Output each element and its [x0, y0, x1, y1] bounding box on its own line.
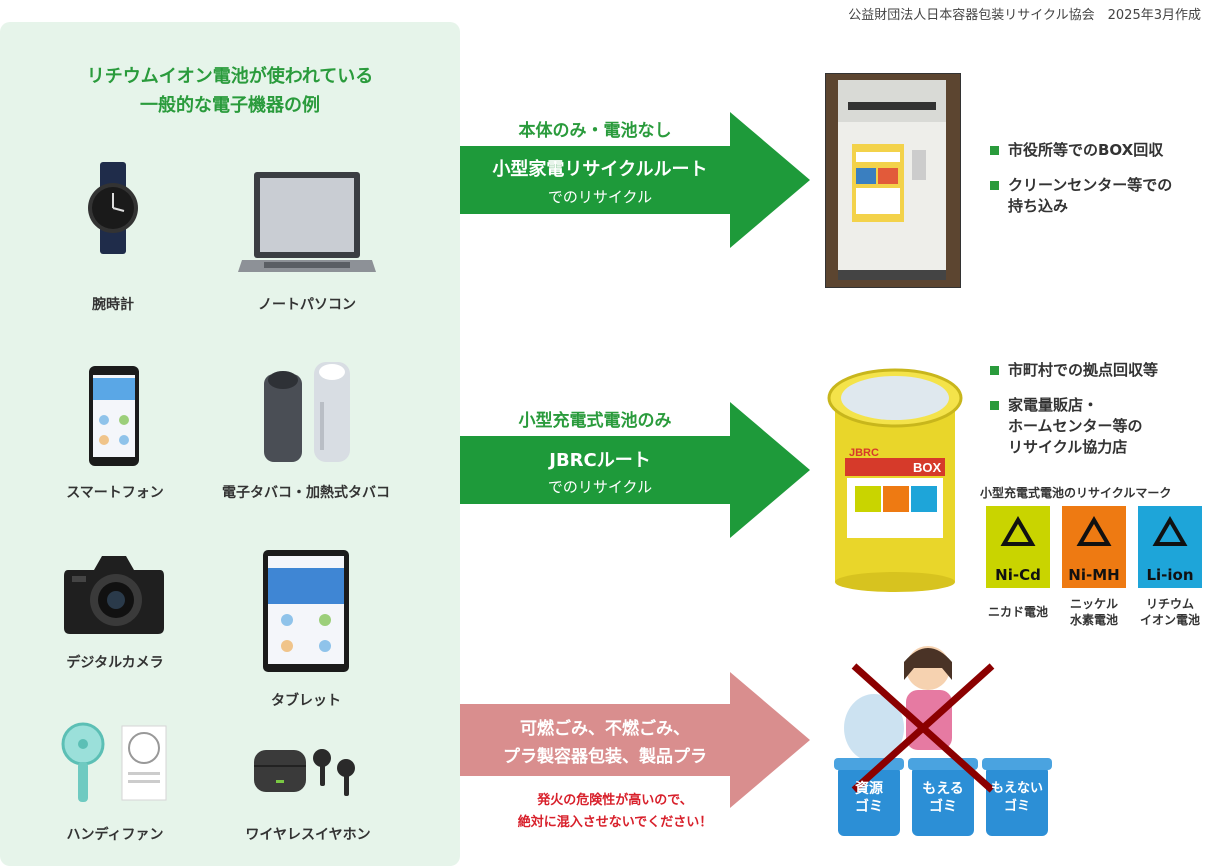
handy-fan-icon — [60, 722, 170, 808]
mark-caption-liion: リチウムイオン電池 — [1139, 597, 1200, 627]
wristwatch-icon — [85, 162, 141, 258]
bullet-item: 家電量販店・ — [990, 395, 1205, 416]
waste-route-text-2: プラ製容器包装、製品プラ — [503, 747, 707, 767]
recycle-mark-title: 小型充電式電池のリサイクルマーク — [980, 486, 1172, 500]
fire-warning-text: 発火の危険性が高いので、 絶対に混入させないでください！ — [517, 793, 713, 830]
appliance-route-name: 小型家電リサイクルルート — [492, 159, 708, 180]
bullet-continuation: リサイクル協力店 — [1008, 438, 1128, 456]
jbrc-route-bullets: 市町村での拠点回収等 家電量販店・ ホームセンター等の リサイクル協力店 — [990, 360, 1205, 458]
camera-icon — [64, 550, 164, 638]
device-label-camera: デジタルカメラ — [66, 655, 164, 671]
device-label-watch: 腕時計 — [92, 297, 134, 313]
device-label-tablet: タブレット — [271, 693, 341, 709]
bin-label-resource: 資源ゴミ — [855, 781, 883, 815]
mark-label: Li-ion — [1146, 566, 1194, 584]
appliance-route-sub: でのリサイクル — [547, 188, 653, 206]
mark-label: Ni-MH — [1068, 566, 1120, 584]
bin-label-non-burnable: もえないゴミ — [990, 781, 1043, 814]
earbuds-icon — [252, 738, 360, 808]
device-label-handy-fan: ハンディファン — [66, 827, 164, 843]
panel-title: リチウムイオン電池が使われている 一般的な電子機器の例 — [86, 66, 374, 116]
device-examples-panel: リチウムイオン電池が使われている 一般的な電子機器の例 腕時計 ノートパソコン — [0, 22, 460, 866]
ni-cd-recycle-mark: Ni-Cd — [986, 506, 1050, 588]
jbrc-route-name: JBRCルート — [549, 450, 651, 471]
bullet-marker-icon — [990, 181, 999, 190]
appliance-collection-box-photo — [825, 73, 961, 288]
bullet-continuation: 持ち込み — [1008, 197, 1069, 215]
jbrc-route-sub: でのリサイクル — [547, 478, 653, 496]
tablet-icon — [263, 550, 349, 676]
li-ion-recycle-mark: Li-ion — [1138, 506, 1202, 588]
ni-mh-recycle-mark: Ni-MH — [1062, 506, 1126, 588]
bullet-item: クリーンセンター等での — [990, 175, 1205, 196]
bullet-item: 市役所等でのBOX回収 — [990, 140, 1205, 161]
credit-text: 公益財団法人日本容器包装リサイクル協会 2025年3月作成 — [848, 8, 1201, 23]
laptop-icon — [238, 170, 376, 280]
box-label: BOX — [913, 460, 942, 475]
appliance-route-condition: 本体のみ・電池なし — [518, 121, 672, 141]
device-label-ecig: 電子タバコ・加熱式タバコ — [222, 485, 390, 501]
appliance-route-arrow — [460, 110, 810, 250]
waste-route-arrow — [460, 672, 810, 812]
jbrc-route-arrow — [460, 400, 810, 540]
mark-caption-nicd: ニカド電池 — [987, 605, 1048, 619]
bullet-marker-icon — [990, 401, 999, 410]
jbrc-route-condition: 小型充電式電池のみ — [518, 411, 672, 431]
bullet-marker-icon — [990, 146, 999, 155]
bullet-item: 市町村での拠点回収等 — [990, 360, 1205, 381]
jbrc-collection-can: JBRC BOX — [825, 366, 965, 598]
device-label-laptop: ノートパソコン — [258, 297, 356, 313]
device-label-earbuds: ワイヤレスイヤホン — [245, 827, 371, 843]
appliance-route-bullets: 市役所等でのBOX回収 クリーンセンター等での 持ち込み — [990, 140, 1205, 217]
bin-label-burnable: もえるゴミ — [922, 781, 964, 815]
garbage-bins-illustration: 資源ゴミ もえるゴミ もえないゴミ — [816, 640, 1062, 844]
mark-label: Ni-Cd — [995, 566, 1041, 584]
jbrc-brand: JBRC — [849, 447, 879, 459]
bullet-continuation: ホームセンター等の — [1008, 417, 1143, 435]
e-cigarette-icon — [262, 362, 352, 466]
smartphone-icon — [89, 366, 139, 470]
bullet-marker-icon — [990, 366, 999, 375]
device-label-smartphone: スマートフォン — [66, 485, 164, 501]
mark-caption-nimh: ニッケル水素電池 — [1069, 597, 1118, 627]
waste-route-text-1: 可燃ごみ、不燃ごみ、 — [520, 719, 690, 739]
